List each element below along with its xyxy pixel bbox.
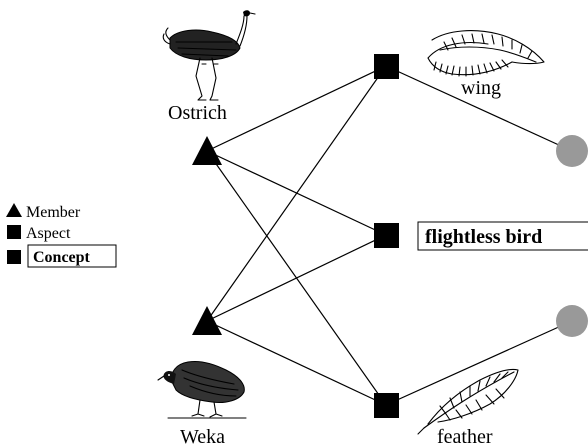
legend: Member Aspect Concept — [6, 203, 117, 268]
legend-concept-icon — [7, 250, 21, 264]
member-node-ostrich[interactable] — [192, 136, 222, 165]
aspect-node-feather[interactable] — [374, 393, 399, 418]
edge-weka-wing — [206, 65, 387, 322]
concept-label: flightless bird — [425, 226, 542, 248]
legend-concept-label: Concept — [33, 249, 91, 266]
legend-concept-box — [27, 244, 117, 268]
weka-icon — [157, 361, 247, 419]
aspect-node-concept[interactable] — [374, 223, 399, 248]
ostrich-label: Ostrich — [168, 102, 227, 124]
legend-aspect-icon — [7, 225, 21, 239]
edge-weka-feather — [206, 320, 387, 406]
edge-ostrich-wing — [206, 65, 387, 152]
edge-weka-concept — [206, 234, 387, 322]
concept-circle-top[interactable] — [556, 135, 588, 167]
ostrich-icon — [162, 10, 256, 101]
legend-member-icon — [6, 203, 22, 217]
feather-icon — [417, 368, 519, 435]
edge-wing-circle-top — [385, 65, 573, 152]
member-node-weka[interactable] — [192, 306, 222, 335]
wing-icon — [427, 30, 545, 77]
concept-circle-bottom[interactable] — [556, 305, 588, 337]
weka-label: Weka — [180, 426, 225, 446]
concept-label-box — [417, 221, 588, 251]
legend-member-label: Member — [26, 204, 81, 221]
aspect-node-wing[interactable] — [374, 54, 399, 79]
feather-label: feather — [437, 426, 493, 446]
wing-label: wing — [461, 77, 501, 99]
legend-aspect-label: Aspect — [26, 225, 71, 242]
edges — [206, 65, 573, 406]
edge-feather-circle-bottom — [385, 320, 573, 406]
